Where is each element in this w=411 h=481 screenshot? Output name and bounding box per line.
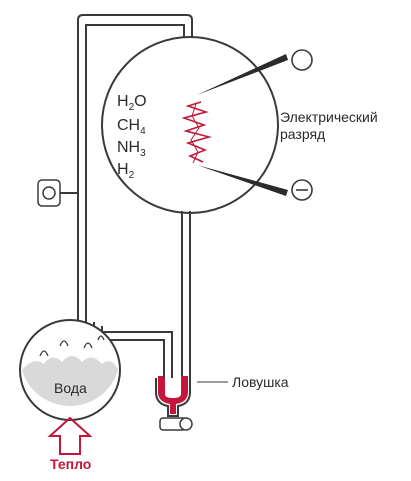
terminal-positive [291,49,313,71]
side-stopcock-knob [42,186,56,200]
spark-zigzag [181,101,213,163]
heat-label: Тепло [50,456,92,472]
bubbles [39,335,105,357]
heat-arrow [47,416,93,455]
formula-nh3: NH3 [117,139,146,160]
spark-zigzag-2 [190,103,200,164]
flask-water [22,356,118,406]
discharge-label-line2: разряд [280,126,326,142]
trap-liquid [158,376,188,414]
discharge-label: Электрический разряд [280,109,378,143]
formula-h2o: H2O [117,93,147,114]
trap-label: Ловушка [232,374,289,390]
return-tube-inner [85,24,185,322]
return-tube [77,14,193,320]
discharge-label-line1: Электрический [280,109,378,125]
u-trap [155,378,191,417]
trap-stopcock-knob [179,417,193,431]
formula-h2: H2 [117,161,135,182]
water-label: Вода [54,380,87,396]
electrode-lower [197,165,288,196]
formula-ch4: CH4 [117,117,146,138]
return-to-flask-tube-inner [101,326,173,378]
electrode-upper [197,54,288,95]
